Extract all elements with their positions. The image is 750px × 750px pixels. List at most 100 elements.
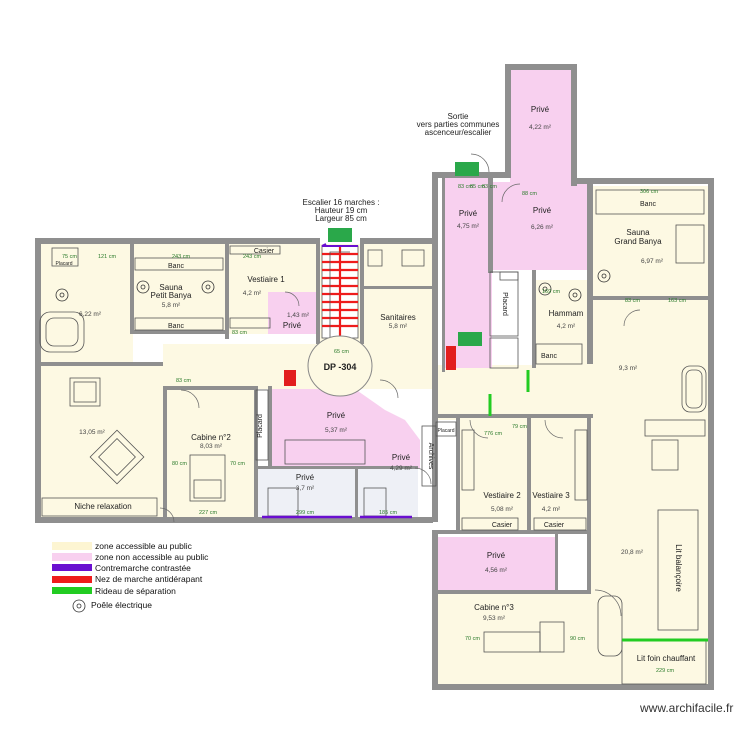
dim-label: 227 cm: [199, 510, 217, 516]
floor-corridor: [163, 344, 433, 389]
stove-icon: [55, 288, 69, 302]
fixture-labels: Banc Banc Banc Banc Casier Casier Casier…: [56, 201, 697, 663]
watermark: www.archifacile.fr: [639, 701, 733, 715]
legend-swatch-private: [52, 553, 92, 561]
legend-line-nose: [52, 576, 92, 583]
dim-label: 83 cm: [176, 378, 191, 384]
floor-prive-e: [258, 468, 418, 518]
floor-sauna-grand: [593, 186, 708, 296]
dp-label: DP -304: [324, 362, 357, 372]
dim-label: 169 cm: [542, 289, 560, 295]
room-name: Privé: [283, 321, 302, 330]
room-area: 5,08 m²: [491, 506, 514, 513]
room-area: 4,2 m²: [243, 290, 262, 297]
room-area: 4,22 m²: [529, 124, 552, 131]
room-name: Vestiaire 1: [247, 275, 285, 284]
floor-prive-d: [385, 410, 420, 468]
floor-prive-top: [510, 68, 572, 182]
room-area: 5,8 m²: [162, 302, 181, 309]
svg-text:Largeur 85 cm: Largeur 85 cm: [315, 214, 367, 223]
room-area: 20,8 m²: [621, 549, 644, 556]
dim-label: 243 cm: [172, 254, 190, 260]
armchair-1: [69, 377, 101, 407]
room-name: Sauna: [626, 228, 650, 237]
legend-label: Contremarche contrastée: [95, 563, 191, 573]
exit-note: Sortie vers parties communes ascenceur/e…: [417, 112, 500, 137]
legend-label: zone non accessible au public: [95, 552, 209, 562]
dim-label: 85 cm: [470, 184, 485, 190]
room-name: Privé: [487, 551, 506, 560]
legend-label: Nez de marche antidérapant: [95, 574, 203, 584]
stove-icons: [55, 269, 611, 302]
floor-prive-small: [268, 292, 320, 334]
dim-label: 83 cm: [458, 184, 473, 190]
svg-text:Sortie: Sortie: [448, 112, 469, 121]
exit-sign-icons: [284, 162, 482, 386]
floor-hall: [38, 366, 163, 518]
svg-text:Escalier 16 marches :: Escalier 16 marches :: [303, 198, 380, 207]
floor-right-lower: [590, 416, 708, 686]
dim-label: 70 cm: [230, 461, 245, 467]
svg-text:Niche relaxation: Niche relaxation: [74, 502, 131, 511]
dim-label: 243 cm: [243, 254, 261, 260]
room-area: 4,29 m²: [390, 465, 413, 472]
room-area: 4,2 m²: [542, 506, 561, 513]
dim-label: 185 cm: [379, 510, 397, 516]
dim-label: 83 cm: [625, 298, 640, 304]
room-name: Cabine n°3: [474, 603, 514, 612]
dim-label: 70 cm: [465, 636, 480, 642]
dim-label: 88 cm: [522, 191, 537, 197]
svg-text:Placard: Placard: [56, 261, 73, 267]
floor-cabine3: [437, 592, 590, 686]
dimensions: 75 cm 121 cm 243 cm 243 cm 88 cm 85 cm 8…: [62, 184, 686, 674]
dim-label: 229 cm: [656, 668, 674, 674]
dim-label: 75 cm: [62, 254, 77, 260]
dim-label: 121 cm: [98, 254, 116, 260]
legend-swatch-public: [52, 542, 92, 550]
svg-text:Casier: Casier: [254, 248, 275, 255]
legend-label: Poêle électrique: [91, 600, 152, 610]
stove-icon: [597, 269, 611, 283]
room-name: Cabine n°2: [191, 433, 231, 442]
legend-line-curtain: [52, 587, 92, 594]
dim-label: 776 cm: [484, 431, 502, 437]
room-name: Vestiaire 3: [532, 491, 570, 500]
floor-prive-f: [437, 537, 555, 592]
stove-icon: [201, 280, 215, 294]
svg-text:Banc: Banc: [640, 201, 656, 208]
room-area: 13,05 m²: [79, 429, 105, 436]
room-area: 5,37 m²: [325, 427, 348, 434]
room-area: 1,43 m²: [287, 312, 310, 319]
svg-text:ascenceur/escalier: ascenceur/escalier: [425, 128, 492, 137]
floor-hammam: [535, 280, 593, 365]
niche-bench: [41, 497, 158, 517]
room-area: 3,7 m²: [296, 485, 315, 492]
stove-icon: [568, 288, 582, 302]
room-area: 8,03 m²: [200, 443, 223, 450]
room-name: Privé: [459, 209, 478, 218]
svg-text:vers parties communes: vers parties communes: [417, 120, 500, 129]
room-name: Petit Banya: [151, 291, 192, 300]
legend-label: zone accessible au public: [95, 541, 193, 551]
floor-sanitaires: [360, 244, 432, 344]
stove-icon: [72, 599, 86, 613]
room-name: Hammam: [549, 309, 584, 318]
staircase: [321, 243, 359, 340]
room-area: 6,97 m²: [641, 258, 664, 265]
floor-cabine2: [163, 389, 255, 518]
room-area: 6,26 m²: [531, 224, 554, 231]
svg-text:Placard: Placard: [438, 428, 455, 434]
dim-label: 83 cm: [232, 330, 247, 336]
stove-icon: [136, 280, 150, 294]
exit-icon: [458, 332, 482, 346]
legend-label: Rideau de séparation: [95, 586, 176, 596]
legend-line-contrast: [52, 564, 92, 571]
floor-prive-c: [272, 389, 385, 468]
cabine2-bed: [189, 454, 226, 502]
exit-icon: [455, 162, 479, 176]
dim-label: 90 cm: [570, 636, 585, 642]
separation-curtains: [488, 370, 708, 642]
fire-extinguisher-icon: [284, 370, 296, 386]
svg-text:Banc: Banc: [541, 353, 557, 360]
svg-text:Lit balançoire: Lit balançoire: [674, 544, 683, 592]
